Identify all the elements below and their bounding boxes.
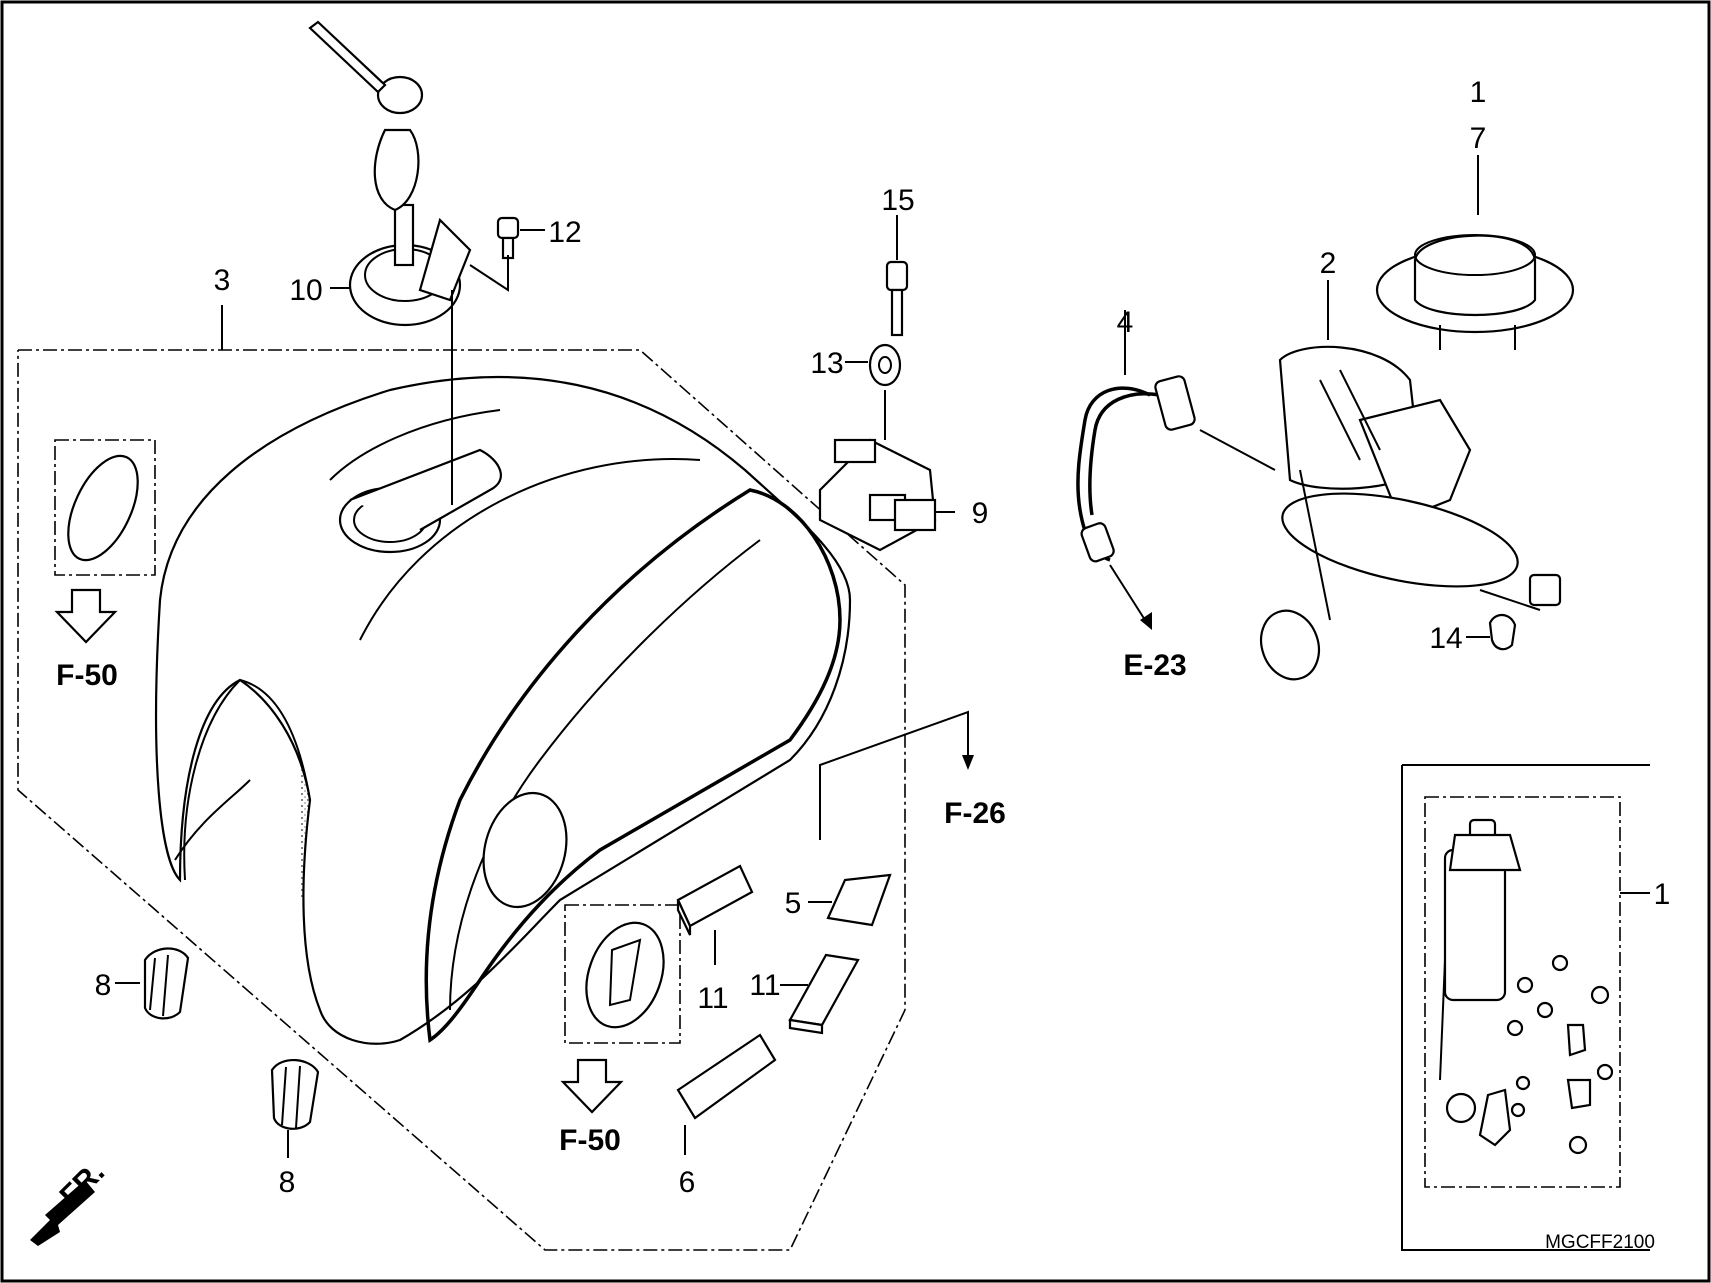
arrow-f50-left xyxy=(54,588,118,644)
callout-1-top: 1 xyxy=(1470,76,1487,109)
callout-11-a: 11 xyxy=(697,982,728,1015)
callout-5: 5 xyxy=(785,887,802,920)
callout-13: 13 xyxy=(810,347,843,380)
callout-7: 7 xyxy=(1470,122,1487,155)
diagram-code: MGCFF2100 xyxy=(1545,1232,1655,1253)
callout-6: 6 xyxy=(679,1166,696,1199)
ref-e23: E-23 xyxy=(1123,649,1186,682)
damper-8-left xyxy=(115,947,190,1020)
callout-3: 3 xyxy=(214,264,231,297)
fuel-tank xyxy=(154,375,852,1045)
callout-12: 12 xyxy=(548,216,581,249)
tank-emblem xyxy=(585,921,665,1029)
pad-5 xyxy=(808,873,892,927)
ref-f50-bottom: F-50 xyxy=(559,1124,621,1157)
bolt-15 xyxy=(885,215,909,337)
pump-setting-plate-7 xyxy=(1375,155,1575,350)
tank-assembly-outline xyxy=(17,349,906,1251)
callout-8-bottom: 8 xyxy=(279,1166,296,1199)
callout-10: 10 xyxy=(289,274,322,307)
damper-8-bottom xyxy=(270,1059,320,1158)
tank-seal xyxy=(67,454,139,562)
inset-seal-outline xyxy=(54,439,156,576)
ref-f26: F-26 xyxy=(944,797,1006,830)
callout-2: 2 xyxy=(1320,247,1337,280)
fuel-pump-harness-4 xyxy=(1076,310,1276,630)
rubber-pad-11a xyxy=(676,864,754,965)
nut-14 xyxy=(1466,613,1517,651)
washer-13 xyxy=(845,343,902,440)
callout-14: 14 xyxy=(1429,622,1462,655)
bolt-12 xyxy=(469,216,545,292)
fuel-pump-2 xyxy=(1259,280,1562,681)
callout-8-left: 8 xyxy=(95,969,112,1002)
f26-pointer xyxy=(819,710,974,840)
mounting-bracket-9 xyxy=(818,438,955,552)
front-direction-arrow xyxy=(30,1180,95,1246)
fuel-cap-lock-assembly xyxy=(308,20,472,505)
callout-15: 15 xyxy=(881,184,914,217)
callout-4: 4 xyxy=(1117,306,1134,339)
callout-9: 9 xyxy=(972,497,989,530)
arrow-f50-bottom xyxy=(560,1058,624,1114)
callout-11-b: 11 xyxy=(749,969,780,1002)
fuel-pump-kit-inset xyxy=(1401,764,1650,1251)
pad-6 xyxy=(676,1033,777,1155)
ref-f50-left: F-50 xyxy=(56,659,118,692)
callout-1-inset: 1 xyxy=(1654,878,1671,911)
inset-emblem-outline xyxy=(564,904,681,1044)
rubber-pad-11b xyxy=(780,953,860,1035)
